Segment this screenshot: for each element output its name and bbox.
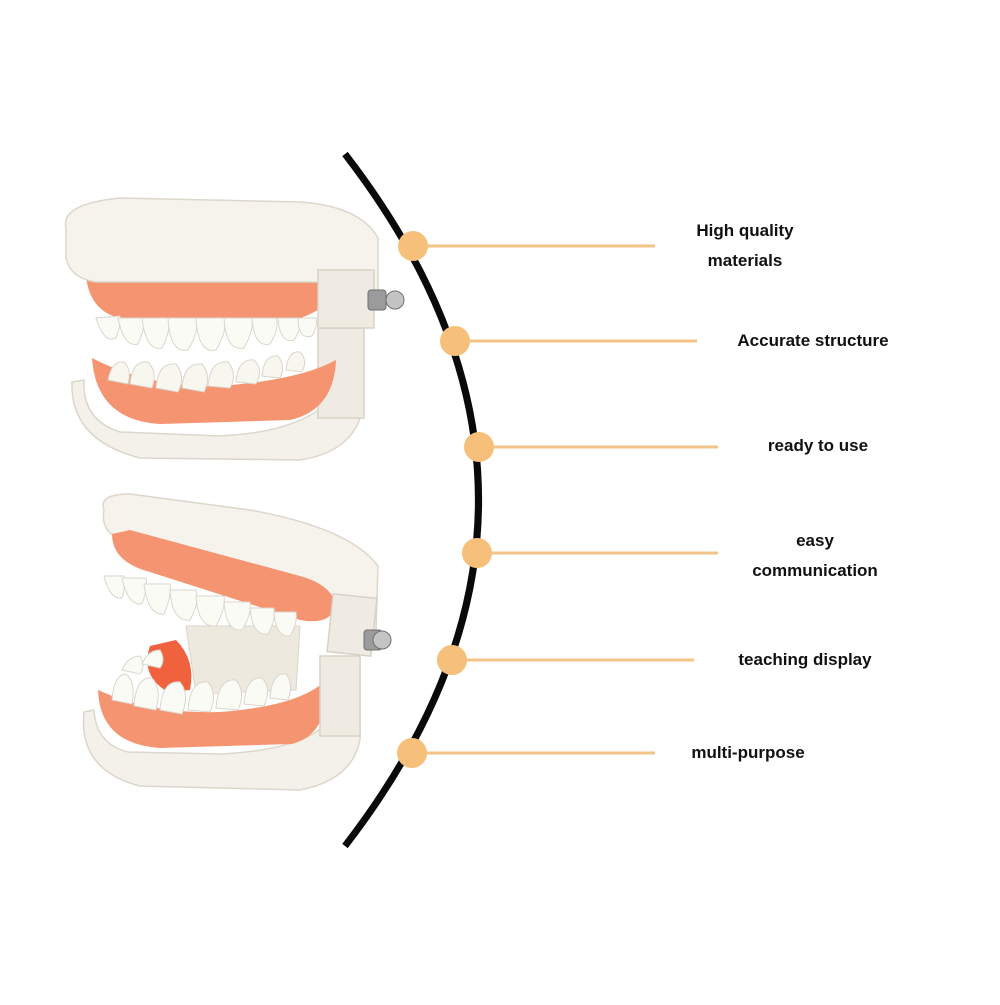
feature-label: multi-purpose <box>691 743 805 762</box>
feature-markers <box>397 231 494 768</box>
feature-label: High quality materials <box>696 221 794 270</box>
feature-connectors <box>412 244 718 755</box>
feature-marker-dot <box>462 538 492 568</box>
feature-label: Accurate structure <box>737 331 889 350</box>
feature-marker-dot <box>464 432 494 462</box>
feature-label: ready to use <box>767 436 869 455</box>
feature-marker-dot <box>440 326 470 356</box>
metal-hinge-icon <box>367 289 405 311</box>
feature-label: teaching display <box>738 650 872 669</box>
feature-marker-dot <box>437 645 467 675</box>
metal-hinge-icon <box>363 629 392 651</box>
feature-marker-dot <box>398 231 428 261</box>
feature-label: easy communication <box>752 531 878 580</box>
dental-model-open-image <box>82 493 379 791</box>
feature-marker-dot <box>397 738 427 768</box>
dental-model-closed-image <box>64 197 379 461</box>
